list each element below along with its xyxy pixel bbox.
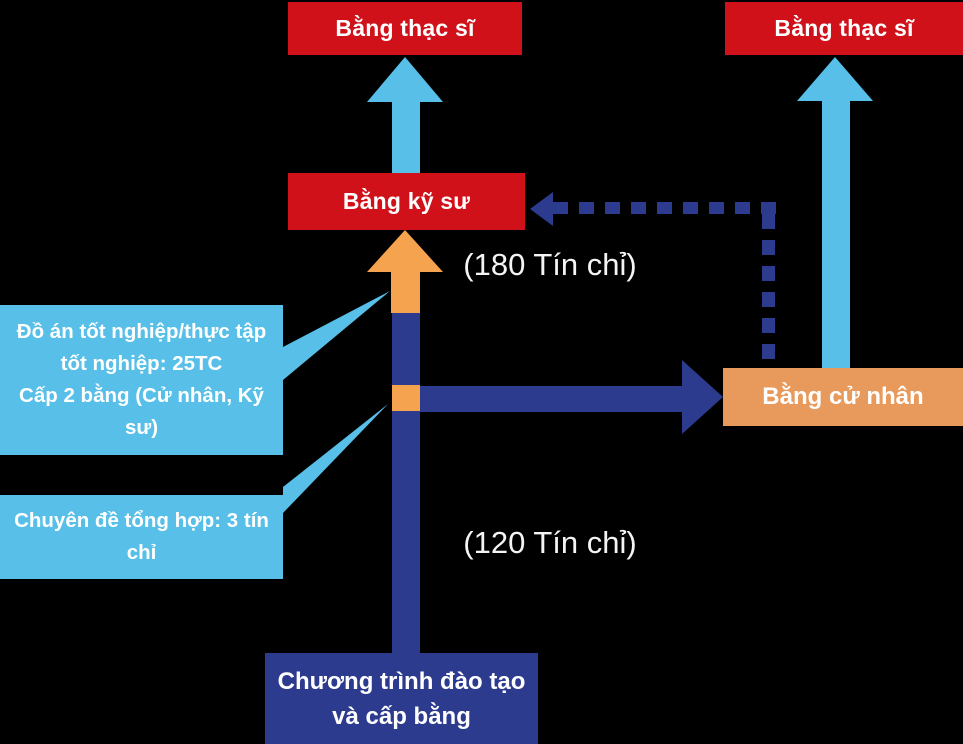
arrow-engineer-to-master-shaft bbox=[392, 100, 420, 175]
dashed-arrow-vertical-segment bbox=[762, 214, 775, 368]
callout-seminar-line2: chỉ bbox=[126, 541, 157, 564]
arrow-bachelor-to-master-shaft bbox=[822, 100, 850, 368]
program-label-line2: và cấp bằng bbox=[332, 702, 471, 730]
engineer-degree-label: Bằng kỹ sư bbox=[342, 188, 471, 214]
callout-thesis: Đồ án tốt nghiệp/thực tập tốt nghiệp: 25… bbox=[0, 305, 283, 455]
program-label-line1: Chương trình đào tạo bbox=[277, 667, 526, 695]
callout-thesis-line4: sư) bbox=[124, 416, 159, 439]
master-degree-label-right: Bằng thạc sĩ bbox=[774, 15, 914, 41]
arrow-program-to-engineer-head bbox=[367, 230, 443, 272]
arrow-program-to-engineer-shaft bbox=[391, 268, 420, 313]
bachelor-degree-label: Bằng cử nhân bbox=[762, 383, 924, 410]
trunk-line-lower bbox=[392, 410, 420, 655]
arrow-engineer-to-master-head bbox=[367, 57, 443, 102]
engineer-degree-box: Bằng kỹ sư bbox=[288, 173, 525, 230]
callout-seminar-line1: Chuyên đề tổng hợp: 3 tín bbox=[14, 509, 269, 532]
callout-thesis-line2: tốt nghiệp: 25TC bbox=[60, 352, 223, 375]
arrow-trunk-to-bachelor-head bbox=[682, 360, 723, 434]
junction-orange-square-seminar bbox=[392, 383, 420, 411]
credits-120-label: (120 Tín chỉ) bbox=[463, 525, 637, 560]
callout-thesis-line1: Đồ án tốt nghiệp/thực tập bbox=[16, 320, 267, 343]
master-degree-box-left: Bằng thạc sĩ bbox=[288, 2, 522, 55]
master-degree-label-left: Bằng thạc sĩ bbox=[335, 15, 475, 41]
credits-180-label: (180 Tín chỉ) bbox=[463, 247, 637, 282]
callout-thesis-pointer bbox=[283, 291, 390, 380]
arrow-trunk-to-bachelor-shaft bbox=[420, 386, 683, 412]
program-box: Chương trình đào tạo và cấp bằng bbox=[265, 653, 538, 744]
callout-thesis-line3: Cấp 2 bằng (Cử nhân, Kỹ bbox=[19, 384, 264, 407]
bachelor-degree-box: Bằng cử nhân bbox=[723, 368, 963, 426]
callout-seminar: Chuyên đề tổng hợp: 3 tín chỉ bbox=[0, 495, 283, 579]
trunk-line-middle bbox=[392, 310, 420, 385]
dashed-arrow-horizontal-segment bbox=[553, 202, 777, 214]
arrow-bachelor-to-master-head bbox=[797, 57, 873, 101]
callout-seminar-pointer bbox=[283, 404, 388, 513]
master-degree-box-right: Bằng thạc sĩ bbox=[725, 2, 963, 55]
dashed-arrow-head bbox=[530, 192, 553, 226]
